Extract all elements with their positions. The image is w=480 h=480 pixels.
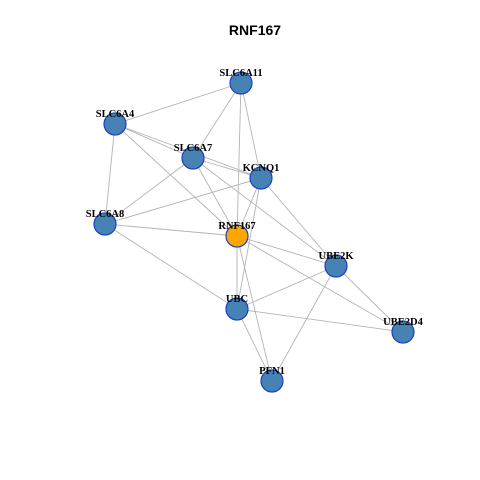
node-label-ube2k: UBE2K <box>318 251 354 262</box>
edge-rnf167-ube2d4 <box>236 235 404 333</box>
edge-slc6a8-ubc <box>104 223 238 310</box>
edge-slc6a8-rnf167 <box>104 223 238 237</box>
node-ube2d4[interactable] <box>391 320 415 344</box>
node-slc6a7[interactable] <box>181 146 205 170</box>
node-label-slc6a4: SLC6A4 <box>96 109 135 120</box>
edge-slc6a7-ube2k <box>192 157 337 267</box>
node-ubc[interactable] <box>225 297 249 321</box>
edge-rnf167-ube2k <box>236 235 337 267</box>
node-label-ube2d4: UBE2D4 <box>383 317 423 328</box>
edge-rnf167-pfn1 <box>236 235 273 382</box>
edge-slc6a11-slc6a4 <box>114 82 242 125</box>
graph-title: RNF167 <box>229 22 281 38</box>
edge-ube2k-pfn1 <box>271 265 337 382</box>
edge-layer <box>104 82 404 382</box>
edge-slc6a7-slc6a8 <box>104 157 194 225</box>
node-slc6a4[interactable] <box>103 112 127 136</box>
edge-kcnq1-ube2k <box>260 177 337 267</box>
node-label-pfn1: PFN1 <box>259 366 285 377</box>
edge-slc6a4-rnf167 <box>114 123 238 237</box>
node-label-ubc: UBC <box>226 294 248 305</box>
edge-slc6a7-rnf167 <box>192 157 238 237</box>
edge-kcnq1-ubc <box>236 177 262 310</box>
edge-slc6a4-slc6a8 <box>104 123 116 225</box>
node-label-rnf167: RNF167 <box>218 221 255 232</box>
edge-slc6a11-slc6a7 <box>192 82 242 159</box>
label-layer: SLC6A11SLC6A4SLC6A7KCNQ1SLC6A8RNF167UBE2… <box>86 68 424 377</box>
edge-kcnq1-slc6a8 <box>104 177 262 225</box>
edge-ubc-pfn1 <box>236 308 273 382</box>
node-label-kcnq1: KCNQ1 <box>243 163 280 174</box>
edge-ubc-ube2d4 <box>236 308 404 333</box>
edge-slc6a11-rnf167 <box>236 82 242 237</box>
node-rnf167[interactable] <box>225 224 249 248</box>
edge-slc6a4-slc6a7 <box>114 123 194 159</box>
node-slc6a11[interactable] <box>229 71 253 95</box>
edge-slc6a7-kcnq1 <box>192 157 262 179</box>
node-label-slc6a7: SLC6A7 <box>174 143 213 154</box>
node-ube2k[interactable] <box>324 254 348 278</box>
node-kcnq1[interactable] <box>249 166 273 190</box>
node-pfn1[interactable] <box>260 369 284 393</box>
node-slc6a8[interactable] <box>93 212 117 236</box>
node-label-slc6a11: SLC6A11 <box>219 68 262 79</box>
edge-ube2k-ube2d4 <box>335 265 404 333</box>
node-label-slc6a8: SLC6A8 <box>86 209 125 220</box>
edge-ube2k-ubc <box>236 265 337 310</box>
edge-slc6a11-kcnq1 <box>240 82 262 179</box>
node-layer <box>93 71 415 393</box>
